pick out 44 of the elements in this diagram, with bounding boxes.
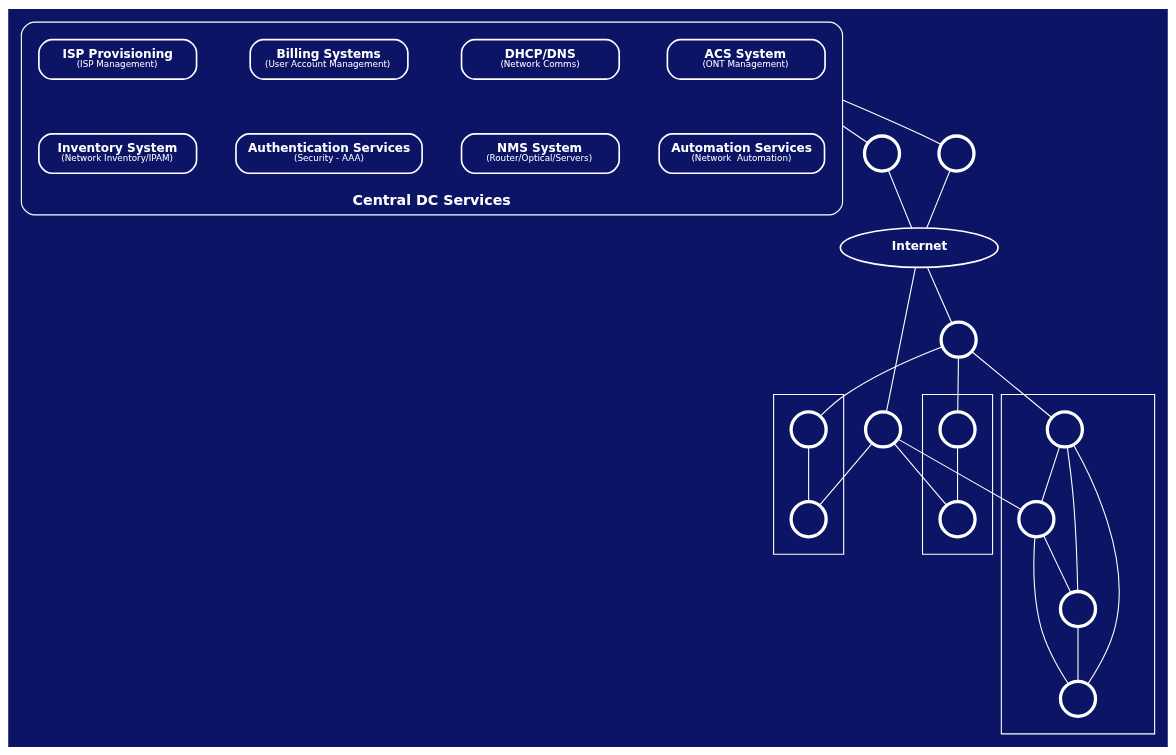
node-box: Inventory System (Network Inventory/IPAM) (38, 132, 198, 174)
node-box: ACS System (ONT Management) (666, 38, 826, 80)
node-circle (862, 133, 902, 173)
node-circle (789, 499, 828, 538)
connector (1072, 443, 1120, 684)
node-circle (939, 320, 978, 359)
node-circle (1058, 589, 1098, 628)
node-circle (863, 409, 903, 449)
node-box: NMS System (Router/Optical/Servers) (460, 132, 621, 174)
connector (1043, 534, 1072, 593)
cluster (1000, 393, 1156, 734)
node-circle (789, 409, 828, 449)
connector (885, 266, 916, 412)
connector (842, 99, 942, 145)
node-box: ISP Provisioning (ISP Management) (38, 38, 198, 80)
connector (808, 446, 810, 502)
node-circle (1058, 679, 1098, 718)
node-box: Authentication Services (Security - AAA) (235, 132, 423, 174)
cluster (773, 393, 845, 555)
node-ellipse: Internet (839, 226, 999, 268)
node-circle (937, 133, 976, 173)
node-circle (938, 499, 977, 538)
connector (1066, 445, 1079, 592)
connector (1040, 445, 1061, 503)
connector (897, 438, 1023, 510)
connector (887, 169, 913, 229)
node-box: Automation Services (Network Automation) (658, 132, 826, 174)
connector (819, 345, 944, 417)
node-circle (1017, 499, 1056, 538)
connector (926, 266, 953, 324)
connector (893, 442, 948, 506)
connector (842, 124, 869, 143)
connector (971, 350, 1053, 418)
cluster (921, 393, 994, 555)
node-circle (938, 409, 977, 449)
node-box: Billing Systems (User Account Management) (249, 38, 409, 80)
connector (926, 169, 951, 229)
node-box: DHCP/DNS (Network Comms) (460, 38, 621, 80)
connector (1033, 535, 1069, 684)
connector (819, 442, 873, 506)
connector (1077, 625, 1079, 682)
connector (957, 356, 959, 412)
node-circle (1045, 409, 1084, 449)
connector (957, 446, 959, 502)
